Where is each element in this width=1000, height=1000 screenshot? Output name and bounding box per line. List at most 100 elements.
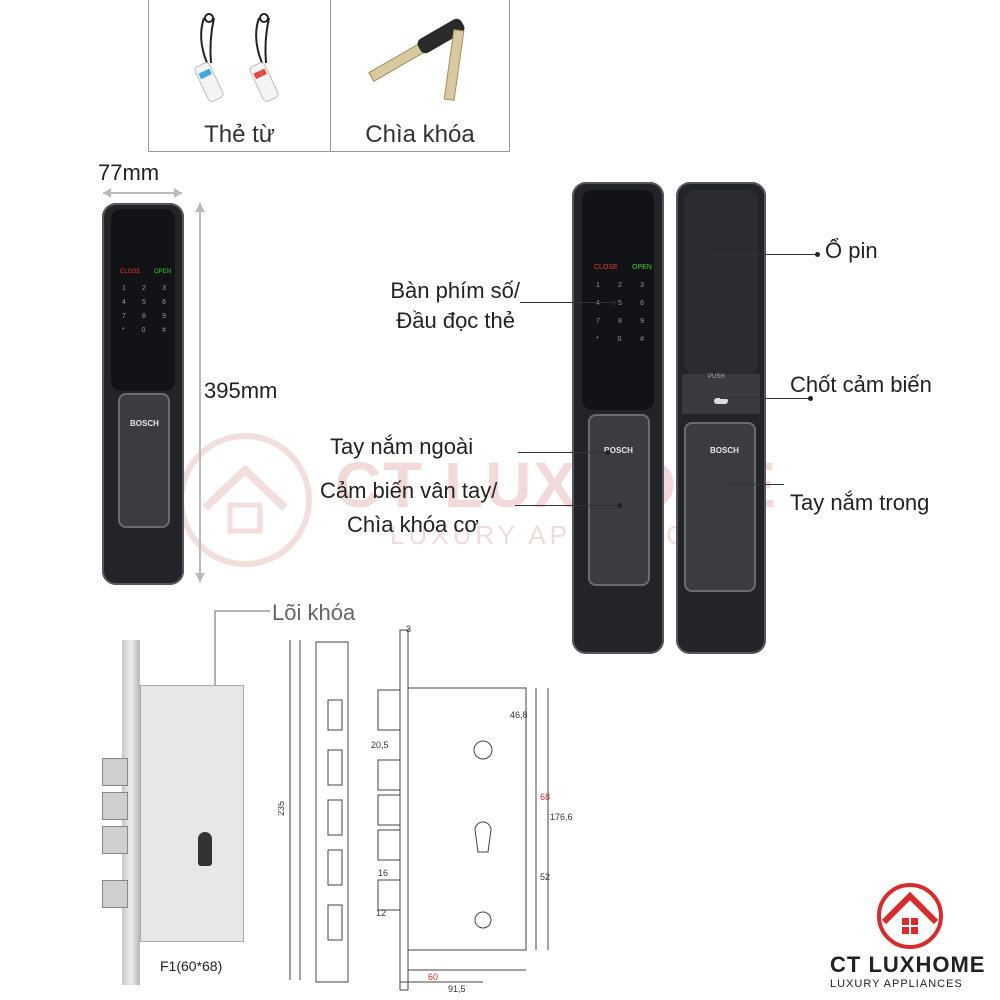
bolt xyxy=(102,792,128,820)
key[interactable]: 7 xyxy=(122,313,126,320)
width-arrow xyxy=(103,188,182,198)
drawing-dim: 60 xyxy=(428,972,438,982)
keypad-row-small: 4 5 6 xyxy=(122,299,166,306)
key[interactable]: # xyxy=(162,327,166,334)
drawing-dim: 46,8 xyxy=(510,710,528,720)
drawing-dim: 235 xyxy=(278,801,286,816)
mortise-model: F1(60*68) xyxy=(160,958,223,974)
key[interactable]: 2 xyxy=(618,282,622,289)
key[interactable]: # xyxy=(640,336,644,343)
callout-battery: Ổ pin xyxy=(825,238,878,263)
push-label: PUSH xyxy=(708,374,725,380)
drawing-dim: 52 xyxy=(540,872,550,882)
lock-front-large: CLOSE OPEN 1 2 3 4 5 6 7 8 9 * 0 # BOSCH xyxy=(572,182,664,654)
key[interactable]: * xyxy=(122,327,125,334)
sensor-latch[interactable] xyxy=(714,398,728,404)
callout-lock-core: Lõi khóa xyxy=(272,600,356,625)
height-dimension: 395mm xyxy=(204,378,278,403)
mortise-lock-photo: F1(60*68) xyxy=(100,630,280,990)
bolt xyxy=(102,826,128,854)
technical-drawing: 3 46,8 20,5 68 176,6 52 16 12 60 91,5 23… xyxy=(278,624,573,994)
key[interactable]: 0 xyxy=(617,336,622,343)
leader-sensor-latch xyxy=(720,398,812,399)
push-button-plate xyxy=(682,374,760,414)
callout-keypad-line2: Đầu đọc thẻ xyxy=(396,308,515,333)
key[interactable]: * xyxy=(596,336,599,343)
drawing-dim: 3 xyxy=(406,624,411,634)
callout-inner-handle: Tay nắm trong xyxy=(790,490,930,515)
leader-dot xyxy=(605,450,610,455)
status-open-large: OPEN xyxy=(632,264,652,271)
status-close-large: CLOSE xyxy=(594,264,618,271)
height-arrow xyxy=(195,203,205,582)
keypad-row-large: 7 8 9 xyxy=(596,318,644,325)
width-dimension: 77mm xyxy=(98,160,160,185)
keypad-row-large: 4 5 6 xyxy=(596,300,644,307)
key[interactable]: 1 xyxy=(596,282,600,289)
key[interactable]: 4 xyxy=(596,300,600,307)
key[interactable]: 8 xyxy=(618,318,622,325)
keypad-row-small: 1 2 3 xyxy=(122,285,166,292)
leader-inner-handle xyxy=(726,484,784,485)
mortise-body xyxy=(140,685,244,942)
callout-fingerprint-line1: Cảm biến vân tay/ xyxy=(320,478,498,503)
key[interactable]: 3 xyxy=(640,282,644,289)
accessory-card-rfid: Thẻ từ xyxy=(148,0,331,152)
battery-cover[interactable] xyxy=(684,190,758,375)
logo-name: CT LUXHOME xyxy=(830,952,986,977)
key[interactable]: 2 xyxy=(142,285,146,292)
inner-handle[interactable]: BOSCH xyxy=(684,422,756,592)
accessory-card-key: Chìa khóa xyxy=(330,0,510,152)
key[interactable]: 6 xyxy=(162,299,166,306)
ctluxhome-logo-icon xyxy=(877,883,943,949)
accessory-caption-rfid: Thẻ từ xyxy=(204,121,275,148)
leader-lock-core xyxy=(214,610,270,710)
keypad-row-large: 1 2 3 xyxy=(596,282,644,289)
drawing-dim: 12 xyxy=(376,908,386,918)
callout-fingerprint-line2: Chìa khóa cơ xyxy=(347,512,479,537)
accessory-caption-key: Chìa khóa xyxy=(365,121,475,148)
key[interactable]: 9 xyxy=(640,318,644,325)
keypad-panel-large xyxy=(582,190,654,410)
logo-tagline: LUXURY APPLIANCES xyxy=(830,978,963,990)
watermark-subtitle: LUXURY APPLIANCES xyxy=(390,520,732,550)
status-close-small: CLOSE xyxy=(120,269,141,275)
leader-dot xyxy=(808,396,813,401)
leader-dot xyxy=(612,300,617,305)
rfid-tag-icon xyxy=(194,13,279,102)
key[interactable]: 6 xyxy=(640,300,644,307)
drawing-dim: 20,5 xyxy=(371,740,389,750)
drawing-dim: 176,6 xyxy=(550,812,573,822)
key[interactable]: 1 xyxy=(122,285,126,292)
drawing-dim: 16 xyxy=(378,868,388,878)
key[interactable]: 5 xyxy=(618,300,622,307)
key[interactable]: 5 xyxy=(142,299,146,306)
mechanical-key-icon xyxy=(368,18,465,101)
status-open-small: OPEN xyxy=(154,269,172,275)
lock-back: PUSH BOSCH xyxy=(676,182,766,654)
keypad-panel-small xyxy=(111,209,175,391)
callout-outer-handle: Tay nắm ngoài xyxy=(330,434,474,459)
key[interactable]: 7 xyxy=(596,318,600,325)
brand-label: BOSCH xyxy=(604,446,633,455)
key[interactable]: 4 xyxy=(122,299,126,306)
drawing-dim: 68 xyxy=(540,792,550,802)
outer-handle-large[interactable]: BOSCH xyxy=(588,414,650,586)
key[interactable]: 9 xyxy=(162,313,166,320)
cylinder-hole xyxy=(198,832,212,866)
leader-dot xyxy=(617,503,622,508)
leader-dot xyxy=(815,252,820,257)
key[interactable]: 0 xyxy=(141,327,146,334)
keypad-row-small: * 0 # xyxy=(122,327,166,334)
keypad-row-small: 7 8 9 xyxy=(122,313,166,320)
key[interactable]: 8 xyxy=(142,313,146,320)
drawing-dim: 91,5 xyxy=(448,984,466,994)
keypad-row-large: * 0 # xyxy=(596,336,644,343)
key[interactable]: 3 xyxy=(162,285,166,292)
leader-battery xyxy=(708,254,820,255)
bolt xyxy=(102,758,128,786)
outer-handle-small[interactable]: BOSCH xyxy=(118,393,170,528)
callout-sensor-latch: Chốt cảm biến xyxy=(790,372,932,397)
leader-outer-handle xyxy=(518,452,608,453)
bolt xyxy=(102,880,128,908)
